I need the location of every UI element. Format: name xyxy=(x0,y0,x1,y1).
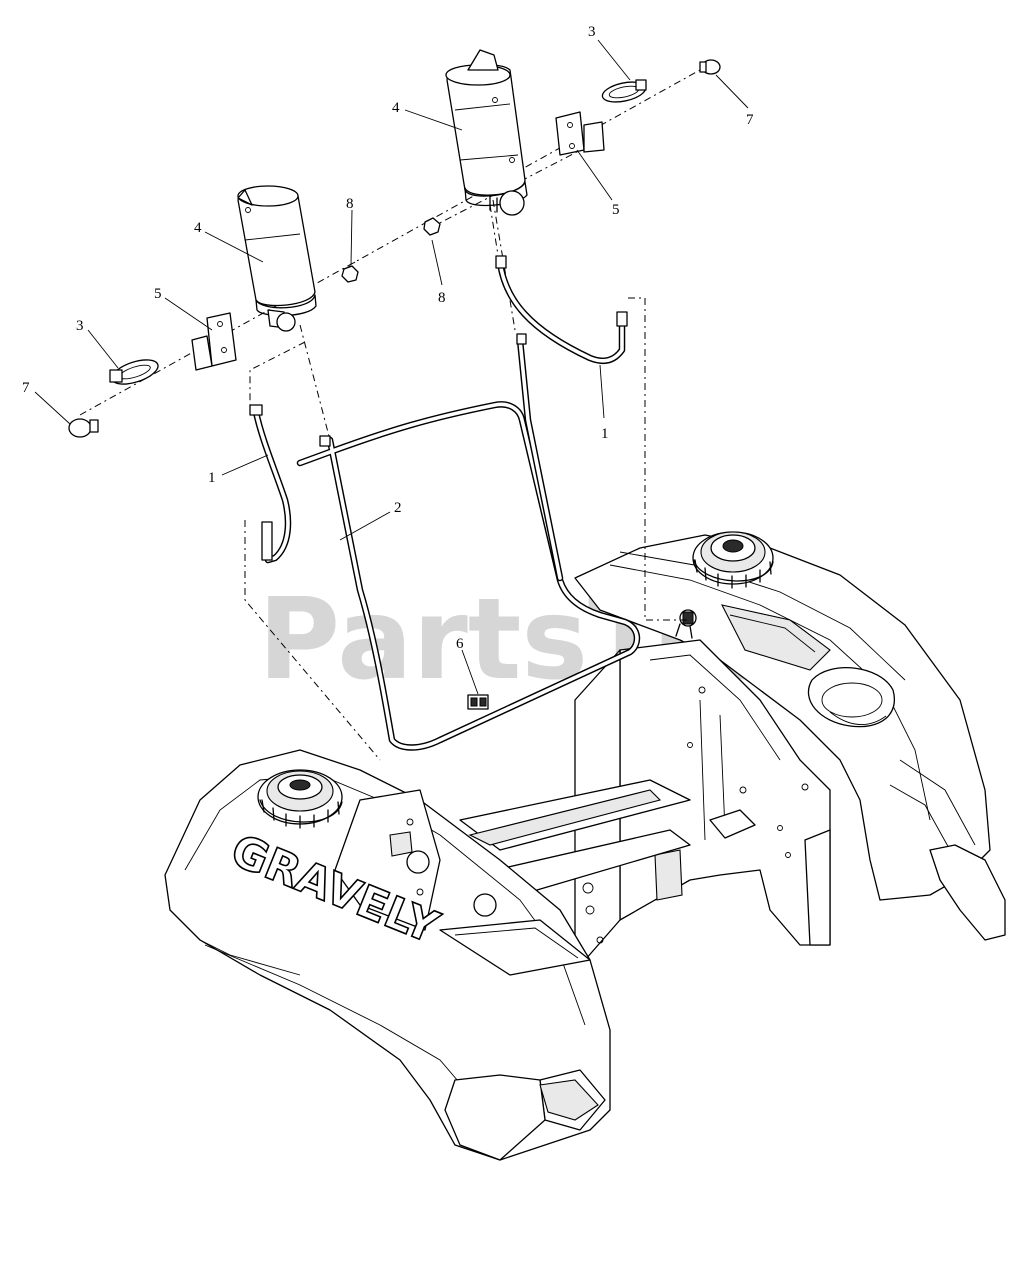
right-fuel-cap xyxy=(692,531,774,589)
left-clamp xyxy=(109,359,159,385)
callout-4-right: 4 xyxy=(392,100,400,116)
callout-1-right: 1 xyxy=(601,426,609,442)
callout-4-left: 4 xyxy=(194,220,202,236)
left-bolt xyxy=(68,418,99,438)
left-nut xyxy=(341,265,359,283)
left-bracket xyxy=(191,312,237,371)
callout-6: 6 xyxy=(456,636,464,652)
callout-7-left: 7 xyxy=(22,380,30,396)
hose-assembly xyxy=(249,255,641,751)
callout-2: 2 xyxy=(394,500,402,516)
callout-8-left: 8 xyxy=(346,196,354,212)
callout-8-right: 8 xyxy=(438,290,446,306)
left-fuel-cap xyxy=(257,769,343,829)
chassis-frame xyxy=(459,639,831,961)
leader-lines xyxy=(34,39,749,695)
assembly-lines xyxy=(79,69,701,761)
callout-5-left: 5 xyxy=(154,286,162,302)
callout-7-right: 7 xyxy=(746,112,754,128)
right-bracket xyxy=(555,111,605,156)
right-canister xyxy=(445,49,528,216)
right-clamp xyxy=(601,79,647,103)
callout-3-left: 3 xyxy=(76,318,84,334)
right-nut xyxy=(423,217,441,236)
ignition-key-icon xyxy=(675,609,697,639)
left-fuel-tank: GRAVELY xyxy=(164,749,611,1161)
callouts: 3 7 4 5 8 1 8 4 5 3 7 1 2 6 xyxy=(22,24,754,652)
callout-5-right: 5 xyxy=(612,202,620,218)
left-canister xyxy=(237,185,317,332)
right-fuel-tank xyxy=(574,531,1006,941)
right-bolt xyxy=(699,59,721,75)
callout-1-left: 1 xyxy=(208,470,216,486)
part-6-clip xyxy=(467,694,489,710)
callout-3-right: 3 xyxy=(588,24,596,40)
